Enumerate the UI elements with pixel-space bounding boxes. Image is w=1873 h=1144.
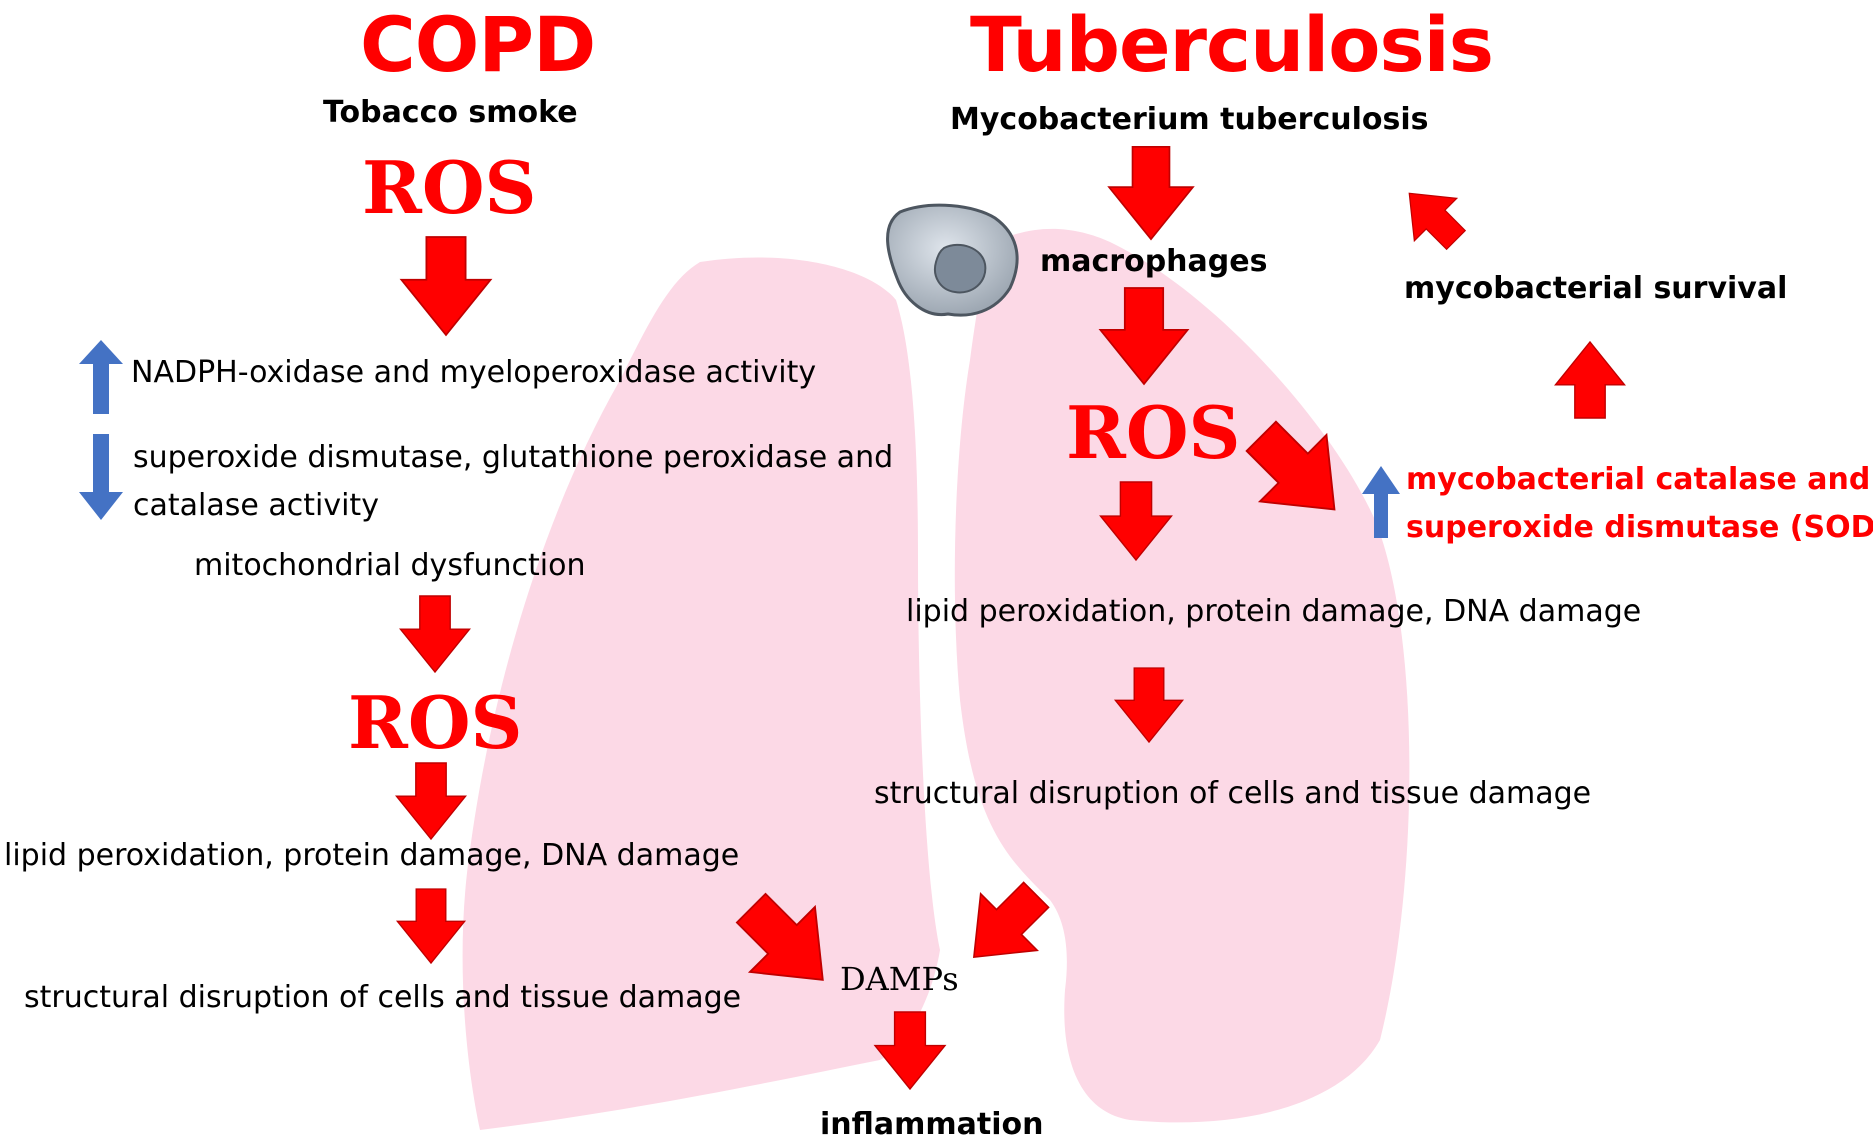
right-lung <box>954 228 1410 1123</box>
copd-structural: structural disruption of cells and tissu… <box>24 980 742 1015</box>
copd-down-activity-2: catalase activity <box>133 488 379 523</box>
copd-down-activity-1: superoxide dismutase, glutathione peroxi… <box>133 440 894 475</box>
tb-enzyme-line2: superoxide dismutase (SOD) <box>1406 510 1873 545</box>
copd-trigger: Tobacco smoke <box>323 95 578 130</box>
tb-damage: lipid peroxidation, protein damage, DNA … <box>906 594 1642 629</box>
tb-enzyme-line2-red: superoxide dismutase (SOD <box>1406 510 1873 545</box>
arrow-up-blue-icon <box>79 340 123 414</box>
macrophage-cell-icon <box>886 203 1019 317</box>
arrow-mtb-to-macrophages <box>1108 145 1194 241</box>
damps-label: DAMPs <box>840 960 959 998</box>
arrow-ros-to-nadph <box>400 236 492 336</box>
copd-ros-top: ROS <box>362 145 537 230</box>
tb-enzyme-line1: mycobacterial catalase and <box>1406 462 1871 497</box>
arrow-up-blue-sod-icon <box>1362 466 1400 538</box>
arrow-down-blue-icon <box>79 434 123 520</box>
tb-macrophages: macrophages <box>1040 244 1268 279</box>
tb-ros: ROS <box>1066 390 1241 475</box>
inflammation-label: inflammation <box>820 1107 1044 1142</box>
tb-structural: structural disruption of cells and tissu… <box>874 776 1592 811</box>
arrow-mito-to-ros <box>399 595 471 673</box>
copd-mito: mitochondrial dysfunction <box>194 548 586 583</box>
copd-title: COPD <box>360 0 596 89</box>
arrow-damage-to-structural <box>396 888 466 964</box>
tb-survival: mycobacterial survival <box>1404 271 1788 306</box>
arrow-survival-to-mtb <box>1387 171 1478 262</box>
left-lung <box>462 257 940 1130</box>
arrow-enzymes-to-survival <box>1554 341 1626 419</box>
tb-trigger: Mycobacterium tuberculosis <box>950 102 1429 137</box>
copd-damage: lipid peroxidation, protein damage, DNA … <box>4 838 740 873</box>
arrow-ros-to-damage <box>395 762 467 840</box>
copd-up-activity: NADPH-oxidase and myeloperoxidase activi… <box>131 355 817 390</box>
tb-title: Tuberculosis <box>970 0 1494 89</box>
copd-ros-bottom: ROS <box>348 680 523 765</box>
